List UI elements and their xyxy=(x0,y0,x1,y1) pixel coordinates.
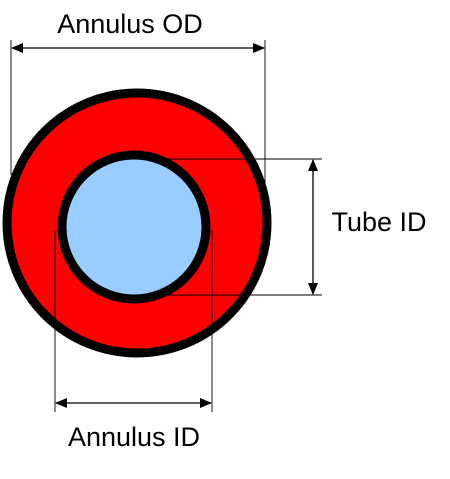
tube-inner-circle xyxy=(57,150,211,304)
annulus-od-label: Annulus OD xyxy=(57,9,203,39)
annulus-id-label: Annulus ID xyxy=(68,422,200,452)
tube-id-label: Tube ID xyxy=(331,207,426,237)
